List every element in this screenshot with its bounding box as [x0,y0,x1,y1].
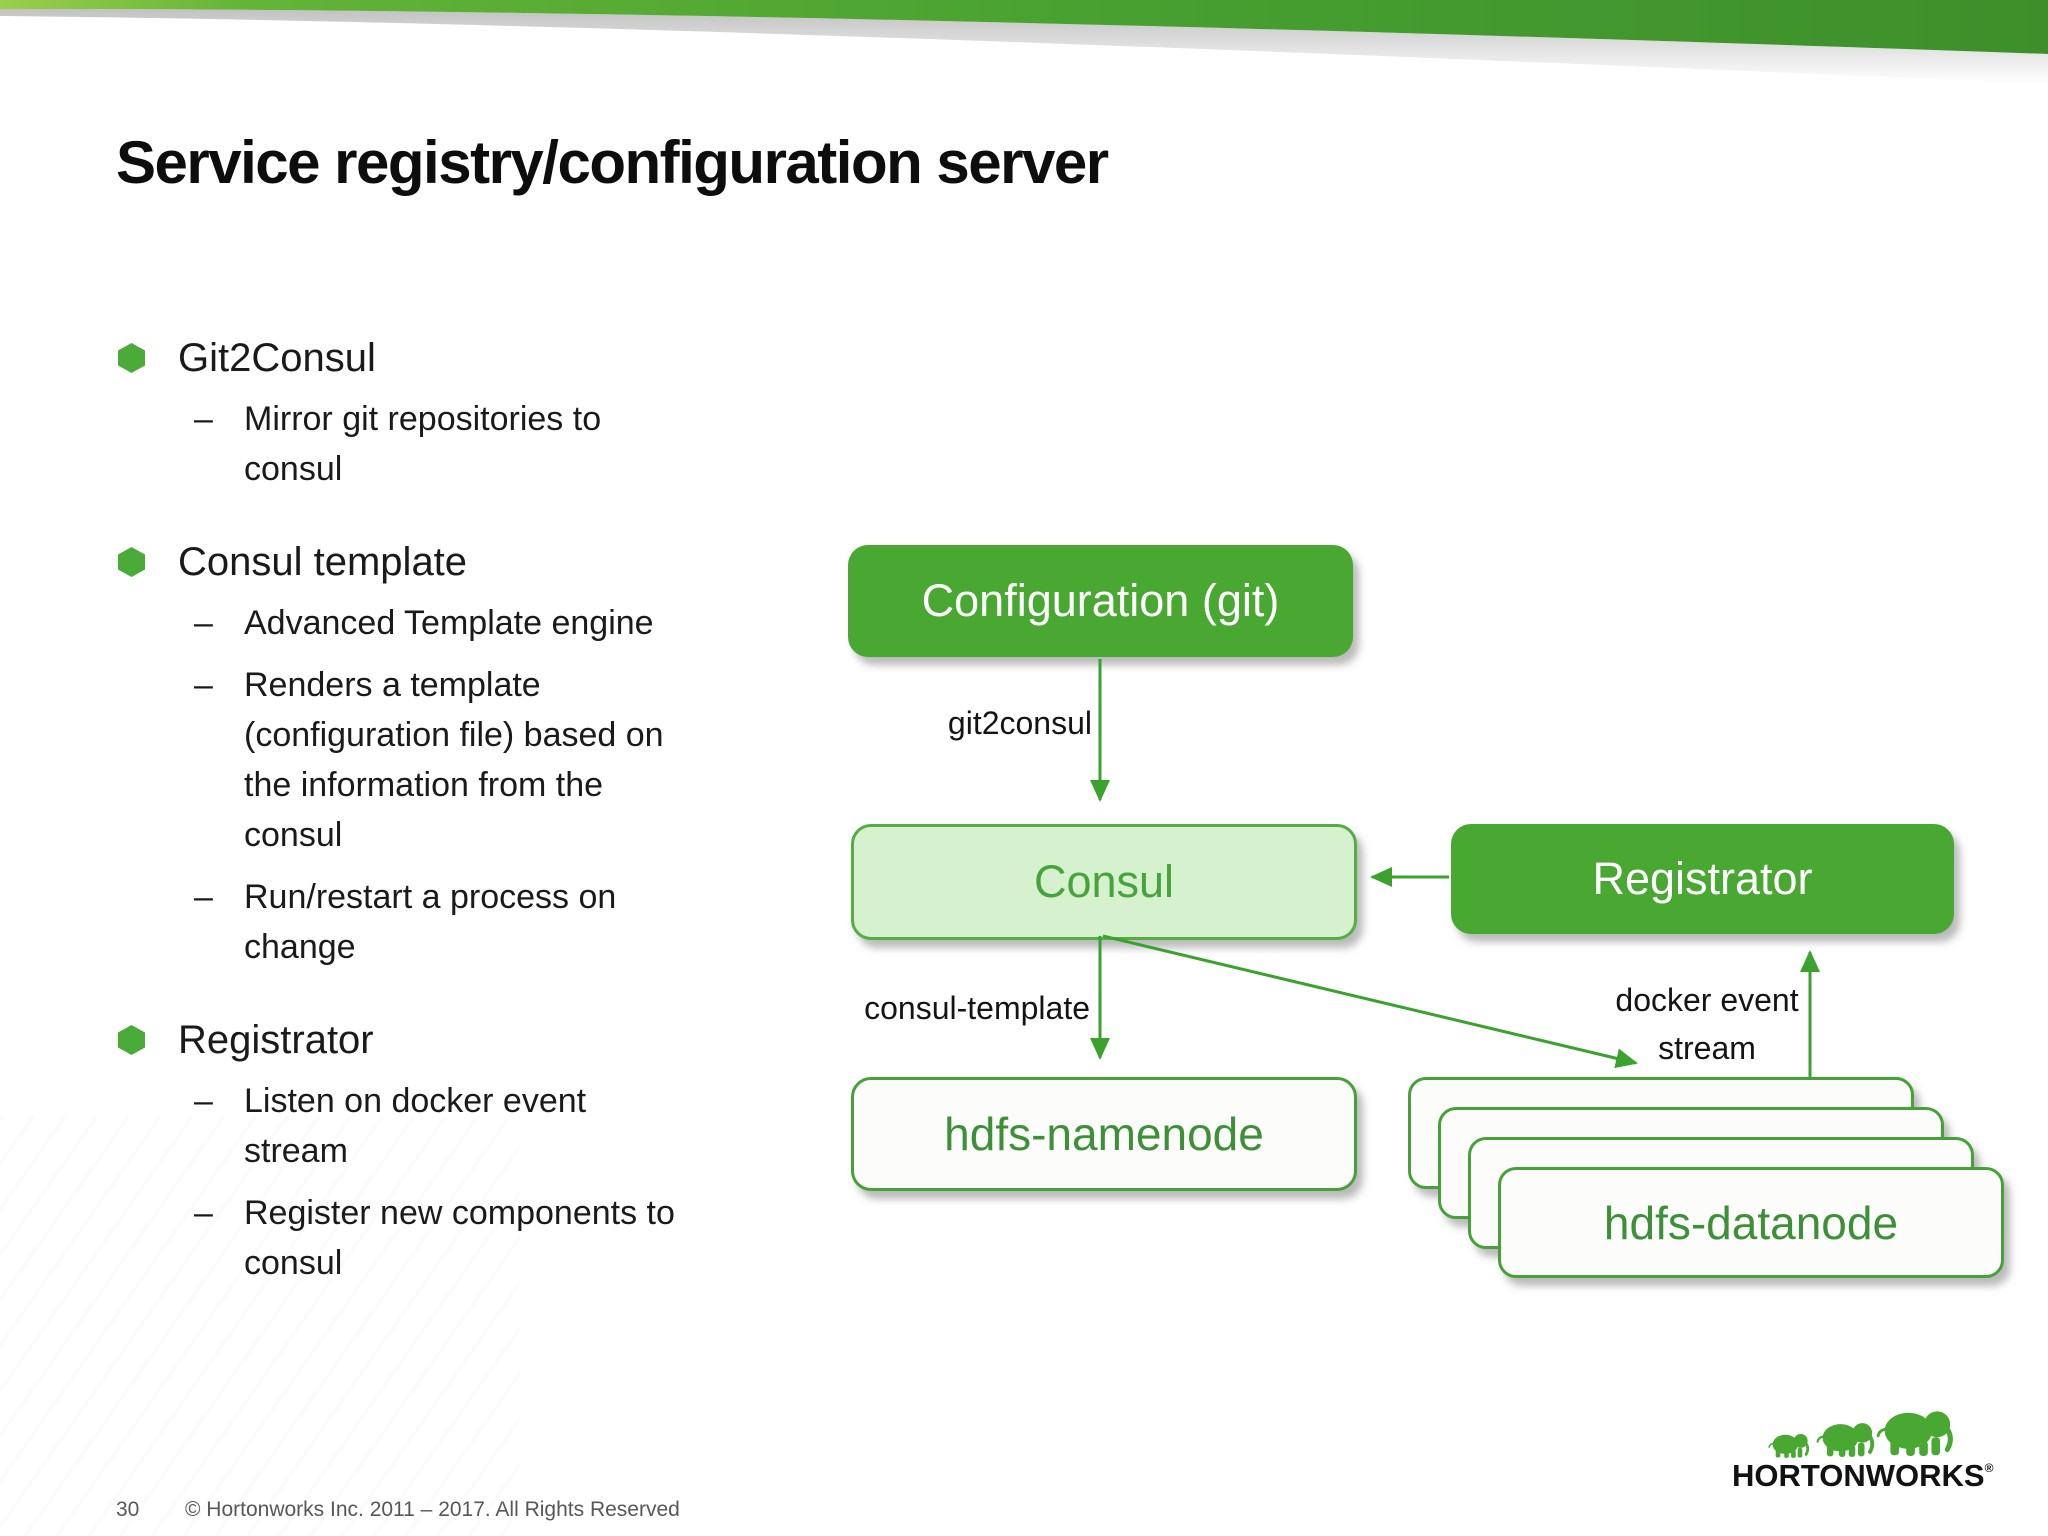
hexagon-bullet-icon [118,1025,145,1055]
bullet-list: Git2Consul – Mirror git repositories to … [118,334,718,1332]
sub-bullet-text: Register new components to consul [244,1194,675,1282]
bullet-title: Consul template [178,540,468,584]
edge-label-consul-template: consul-template [864,990,1090,1026]
sub-bullet: – Listen on docker event stream [194,1076,718,1176]
sub-bullet: – Run/restart a process on change [194,872,718,972]
dash-marker: – [194,604,213,642]
elephant-medium-icon [1815,1421,1875,1458]
hexagon-bullet-icon [118,547,145,577]
page-title: Service registry/configuration server [116,129,1109,196]
sub-bullet-text: Renders a template (configuration file) … [244,666,664,854]
dash-marker: – [194,400,213,438]
sub-bullet-text: Advanced Template engine [244,604,654,642]
bullet-group-git2consul: Git2Consul – Mirror git repositories to … [118,334,718,494]
logo-wordmark: HORTONWORKS® [1732,1458,1994,1493]
edge-label-git2consul: git2consul [947,705,1092,741]
sub-bullet: – Mirror git repositories to consul [194,394,718,494]
sub-bullet-text: Run/restart a process on change [244,878,617,966]
elephants-icon [1767,1402,1974,1458]
sub-bullet: – Advanced Template engine [194,598,718,648]
sub-bullet: – Renders a template (configuration file… [194,660,718,860]
sub-bullet-text: Listen on docker event stream [244,1082,587,1170]
dash-marker: – [194,1194,213,1232]
hortonworks-logo: HORTONWORKS® [1732,1402,1993,1502]
bullet-group-registrator: Registrator – Listen on docker event str… [118,1016,718,1288]
sub-bullet: – Register new components to consul [194,1188,718,1288]
diagram-node-registrator: Registrator [1451,824,1954,934]
copyright-text: © Hortonworks Inc. 2011 – 2017. All Righ… [185,1498,680,1521]
diagram-node-configuration-git: Configuration (git) [848,545,1353,657]
elephant-large-icon [1878,1411,1950,1456]
elephant-small-icon [1767,1432,1810,1458]
hexagon-bullet-icon [118,343,145,373]
dash-marker: – [194,878,213,916]
dash-marker: – [194,666,213,704]
bullet-title: Git2Consul [178,336,376,380]
top-ribbon-decoration [0,0,2048,85]
page-number: 30 [116,1498,140,1521]
diagram-node-hdfs-namenode: hdfs-namenode [851,1077,1357,1191]
diagram-node-hdfs-datanode: hdfs-datanode [1498,1167,2004,1278]
edge-label-docker-event-stream: docker event stream [1615,982,1799,1066]
sub-bullet-text: Mirror git repositories to consul [244,400,602,488]
registered-mark: ® [1984,1461,1994,1475]
bullet-title: Registrator [178,1018,374,1062]
diagram-node-consul: Consul [851,824,1357,940]
dash-marker: – [194,1082,213,1120]
bullet-group-consul-template: Consul template – Advanced Template engi… [118,538,718,972]
